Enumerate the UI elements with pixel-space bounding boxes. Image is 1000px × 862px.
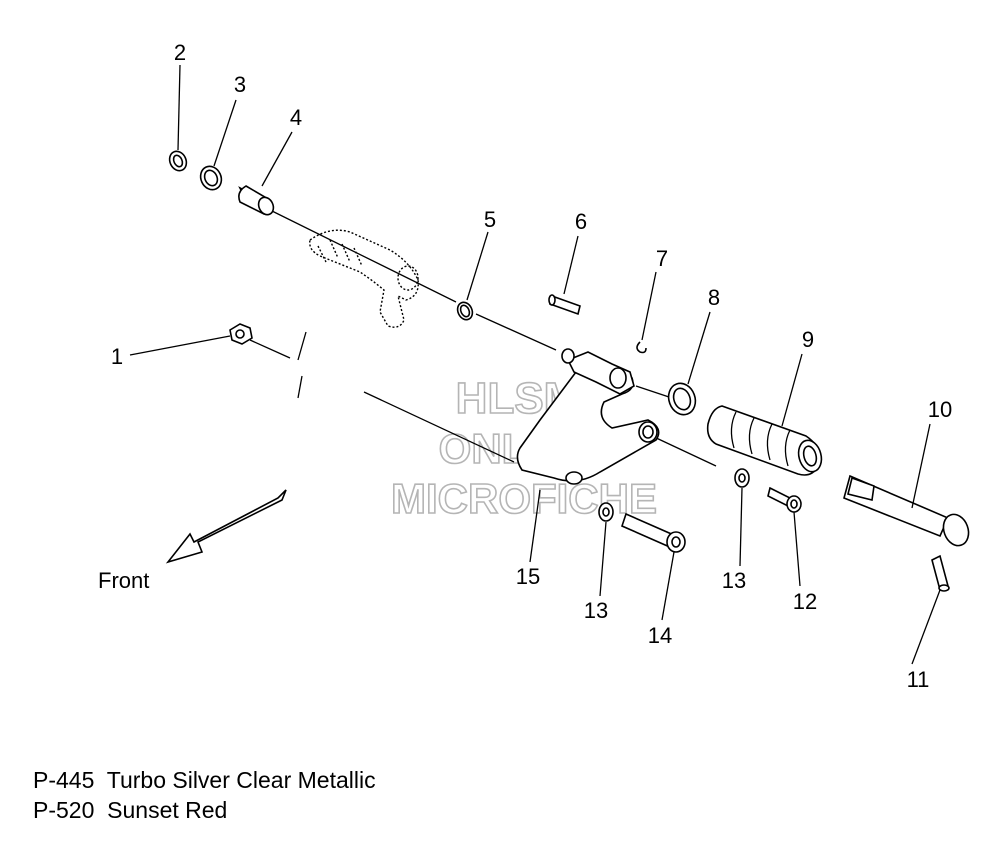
part-15-shift-lever (516, 348, 660, 485)
part-13-washer-b (598, 502, 614, 522)
callout-13-right: 13 (722, 568, 746, 593)
part-5-o-ring (456, 301, 474, 321)
paint-description: Turbo Silver Clear Metallic (106, 767, 376, 793)
part-3-washer (199, 165, 223, 191)
callout-1: 1 (111, 344, 123, 369)
callout-10: 10 (928, 397, 952, 422)
part-14-long-bolt (621, 512, 686, 553)
paint-code: P-445 (33, 767, 95, 793)
callout-8: 8 (708, 285, 720, 310)
paint-code-legend: P-445 Turbo Silver Clear Metallic P-520 … (33, 765, 376, 825)
callout-4: 4 (290, 105, 302, 130)
assembly-axis-lines (249, 210, 717, 467)
part-6-pin (548, 294, 581, 316)
watermark-line-3: MICROFICHE (391, 475, 657, 522)
callout-14: 14 (648, 623, 672, 648)
part-9-footpeg-rubber (706, 405, 823, 476)
callout-2: 2 (174, 40, 186, 65)
part-12-short-bolt (767, 486, 802, 513)
part-10-clevis-pin (843, 474, 970, 547)
phantom-shift-shaft (309, 229, 419, 328)
part-2-retaining-ring (168, 150, 188, 172)
callout-13-left: 13 (584, 598, 608, 623)
part-4-bushing (238, 185, 275, 216)
front-label: Front (98, 568, 149, 593)
callout-9: 9 (802, 327, 814, 352)
callout-7: 7 (656, 246, 668, 271)
paint-description: Sunset Red (107, 797, 228, 823)
paint-code-row: P-445 Turbo Silver Clear Metallic (33, 765, 376, 795)
callout-15: 15 (516, 564, 540, 589)
paint-code: P-520 (33, 797, 95, 823)
part-8-washer (667, 382, 697, 416)
callout-3: 3 (234, 72, 246, 97)
part-1-nut (229, 323, 253, 345)
part-7-clip (636, 341, 647, 354)
callout-6: 6 (575, 209, 587, 234)
part-13-washer-a (734, 468, 750, 488)
callout-11: 11 (907, 667, 930, 692)
callout-5: 5 (484, 207, 496, 232)
callout-labels: 2 3 4 5 6 7 8 9 10 1 11 12 13 13 14 15 (111, 40, 952, 692)
part-11-set-screw (931, 554, 950, 592)
paint-code-row: P-520 Sunset Red (33, 795, 376, 825)
leader-lines (129, 64, 941, 665)
front-direction-arrow: Front (98, 489, 287, 593)
callout-12: 12 (793, 589, 817, 614)
